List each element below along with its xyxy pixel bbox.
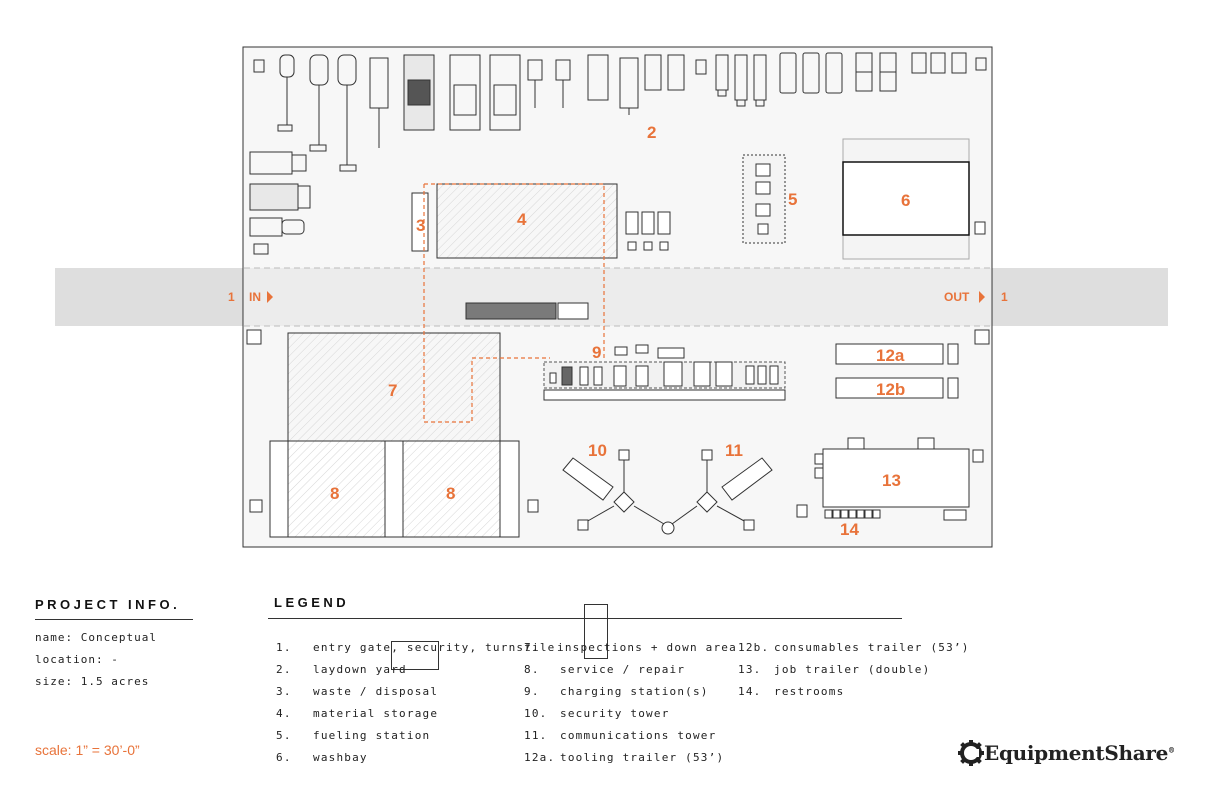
washbay bbox=[842, 161, 970, 236]
zone-label-6: 6 bbox=[901, 191, 910, 210]
legend-item-12a: 12a.tooling trailer (53’) bbox=[524, 751, 725, 764]
zone-label-10: 10 bbox=[588, 441, 607, 460]
zone-label-2: 2 bbox=[647, 123, 656, 142]
legend-divider bbox=[268, 618, 902, 619]
communications-tower bbox=[661, 449, 773, 535]
legend-sample-box bbox=[584, 604, 608, 659]
job-trailer bbox=[822, 448, 970, 508]
restrooms bbox=[824, 509, 967, 521]
project-name: name: Conceptual bbox=[35, 631, 157, 644]
project-info-divider bbox=[35, 619, 193, 620]
legend-item-5: 5.fueling station bbox=[276, 729, 431, 742]
legend-item-11: 11.communications tower bbox=[524, 729, 717, 742]
zone-label-14: 14 bbox=[840, 520, 859, 539]
legend-item-14: 14.restrooms bbox=[738, 685, 845, 698]
security-tower bbox=[562, 449, 665, 531]
service-bay-2 bbox=[402, 440, 501, 538]
legend-item-13: 13.job trailer (double) bbox=[738, 663, 931, 676]
project-size: size: 1.5 acres bbox=[35, 675, 150, 688]
tooling-trailer bbox=[835, 343, 944, 365]
legend-item-1: 1.entry gate, security, turnstile bbox=[276, 641, 556, 654]
legend-item-2: 2.laydown yard bbox=[276, 663, 407, 676]
storage-lifts bbox=[625, 211, 671, 251]
legend-item-10: 10.security tower bbox=[524, 707, 670, 720]
legend-heading: LEGEND bbox=[274, 595, 350, 610]
gear-icon bbox=[958, 740, 984, 766]
gate-left-number: 1 bbox=[228, 290, 235, 304]
material-storage bbox=[436, 183, 618, 259]
zone-label-5: 5 bbox=[788, 190, 797, 209]
legend-sample-box bbox=[391, 641, 439, 670]
road-truck bbox=[465, 302, 557, 320]
zone-label-7: 7 bbox=[388, 381, 397, 400]
legend-item-7: 7.inspections + down area bbox=[524, 641, 737, 654]
zone-label-12a: 12a bbox=[876, 346, 905, 365]
zone-label-8b: 8 bbox=[446, 484, 455, 503]
gate-right-number: 1 bbox=[1001, 290, 1008, 304]
zone-label-12b: 12b bbox=[876, 380, 905, 399]
project-location: location: - bbox=[35, 653, 119, 666]
consumables-trailer bbox=[835, 377, 944, 399]
legend-item-12b: 12b.consumables trailer (53’) bbox=[738, 641, 970, 654]
zone-label-3: 3 bbox=[416, 216, 425, 235]
gate-out-label: OUT bbox=[944, 290, 970, 304]
legend-item-6: 6.washbay bbox=[276, 751, 368, 764]
zone-label-4: 4 bbox=[517, 210, 527, 229]
legend-item-3: 3.waste / disposal bbox=[276, 685, 439, 698]
zone-label-13: 13 bbox=[882, 471, 901, 490]
project-info-heading: PROJECT INFO. bbox=[35, 597, 181, 612]
legend-item-4: 4.material storage bbox=[276, 707, 439, 720]
zone-label-8a: 8 bbox=[330, 484, 339, 503]
scale-note: scale: 1” = 30’-0” bbox=[35, 742, 140, 758]
equipmentshare-logo: EquipmentShare® bbox=[958, 740, 1175, 766]
zone-label-11: 11 bbox=[725, 441, 743, 460]
internal-road bbox=[244, 268, 991, 326]
site-plan: 1 IN OUT 1 2 3 4 5 6 7 8 8 9 10 11 12a 1… bbox=[55, 46, 1168, 548]
service-bay-1 bbox=[287, 440, 386, 538]
laydown-equipment bbox=[249, 52, 987, 255]
gate-in-label: IN bbox=[249, 290, 261, 304]
legend-item-8: 8.service / repair bbox=[524, 663, 686, 676]
zone-label-9: 9 bbox=[592, 343, 601, 362]
legend-item-9: 9.charging station(s) bbox=[524, 685, 709, 698]
